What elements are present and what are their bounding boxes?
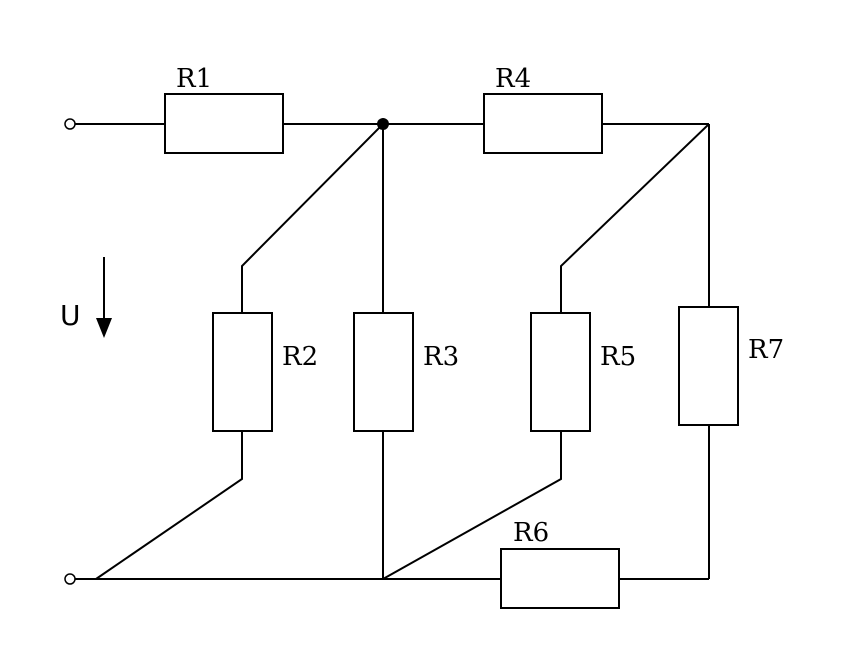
input-terminal-top bbox=[64, 118, 76, 130]
resistor-r4 bbox=[483, 93, 603, 154]
label-r3: R3 bbox=[423, 342, 459, 372]
input-terminal-bottom bbox=[64, 573, 76, 585]
label-r6: R6 bbox=[513, 518, 549, 548]
resistor-r3 bbox=[353, 312, 414, 432]
resistor-r1 bbox=[164, 93, 284, 154]
resistor-r5 bbox=[530, 312, 591, 432]
wire-r5-to-node-c bbox=[382, 431, 562, 580]
wire-node-a-to-r2 bbox=[241, 123, 384, 313]
junction-node-a bbox=[377, 118, 389, 130]
resistor-r2 bbox=[212, 312, 273, 432]
resistor-r7 bbox=[678, 306, 739, 426]
label-r7: R7 bbox=[748, 335, 784, 365]
voltage-label: U bbox=[60, 299, 81, 332]
label-r1: R1 bbox=[176, 64, 212, 94]
label-r4: R4 bbox=[495, 64, 531, 94]
wire-node-b-to-r5 bbox=[560, 123, 710, 313]
wire-r2-to-bottom-left bbox=[95, 431, 243, 580]
label-r2: R2 bbox=[282, 342, 318, 372]
resistor-r6 bbox=[500, 548, 620, 609]
label-r5: R5 bbox=[600, 342, 636, 372]
voltage-arrow-head bbox=[96, 318, 112, 338]
